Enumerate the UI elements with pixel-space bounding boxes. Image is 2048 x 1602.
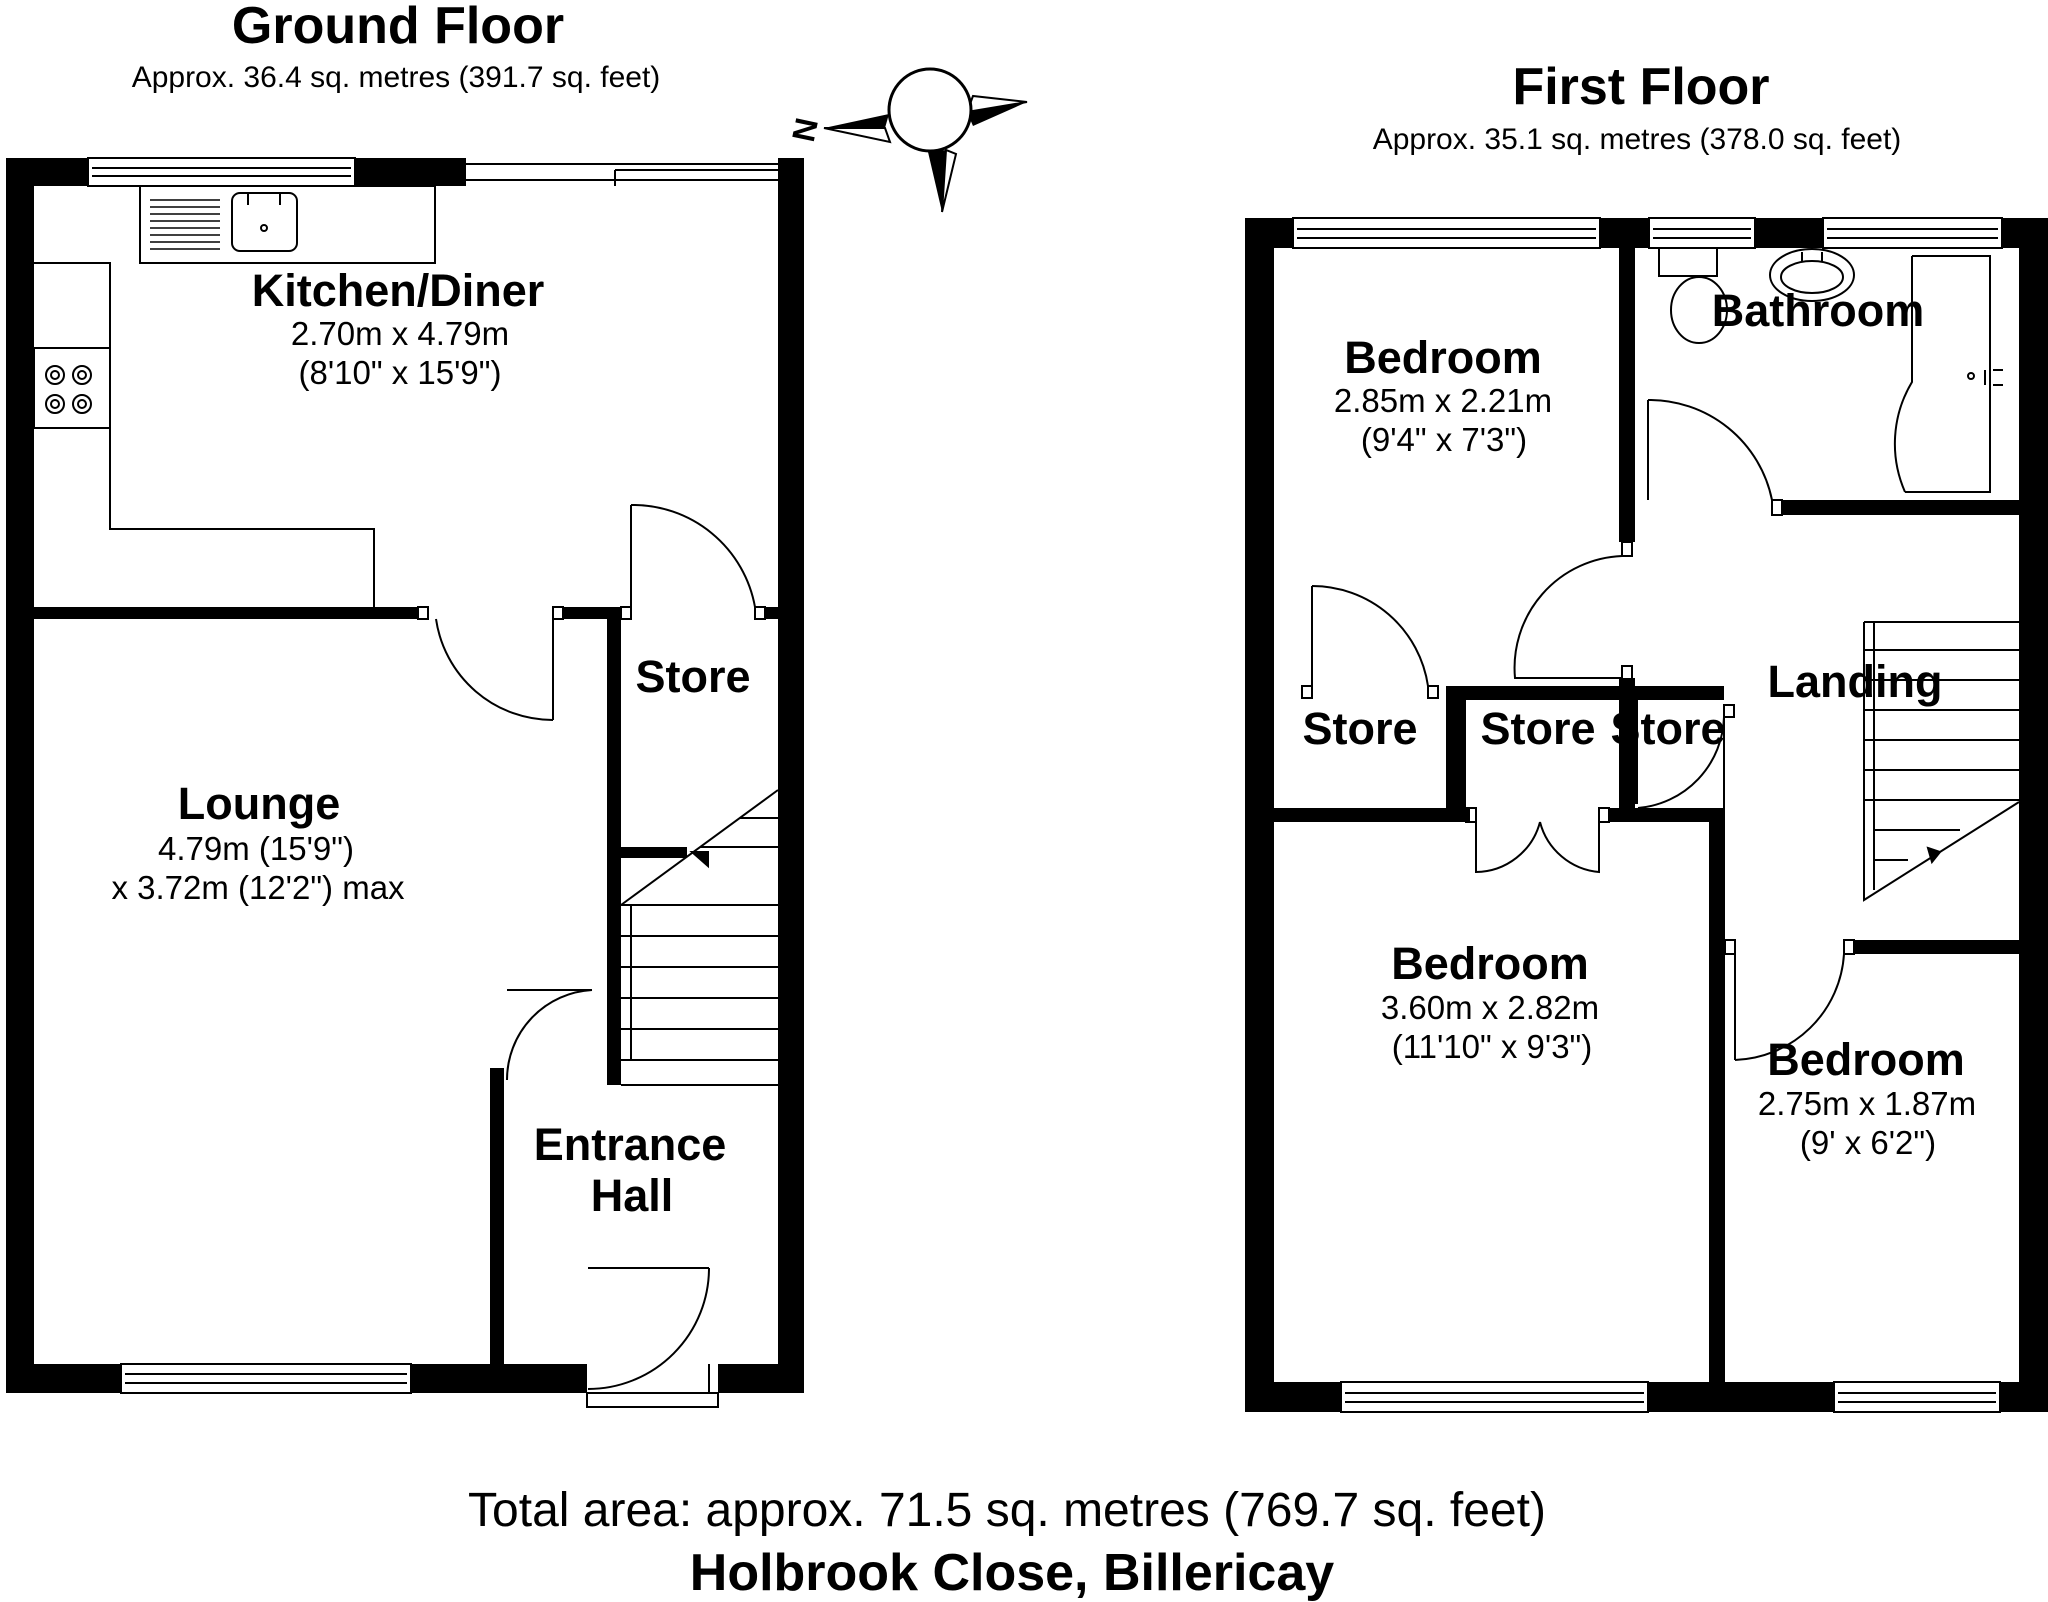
compass-north-label: N [785,115,825,145]
ground-floor-doors [417,503,766,1408]
lounge-dim-m: 4.79m (15'9") [158,830,354,867]
bedroom3-dim-ft: (9' x 6'2") [1800,1124,1936,1161]
first-floor-area: Approx. 35.1 sq. metres (378.0 sq. feet) [1373,123,1902,156]
property-address: Holbrook Close, Billericay [690,1544,1334,1602]
first-floor-title: First Floor [1512,58,1769,116]
bedroom1-dim-m: 2.85m x 2.21m [1334,382,1552,419]
entrance-hall-name-1: Entrance [534,1119,727,1170]
bedroom2-dim-m: 3.60m x 2.82m [1381,989,1599,1026]
store1-name: Store [1302,703,1417,754]
compass-rose: N [785,67,1028,213]
bedroom2-dim-ft: (11'10" x 9'3") [1392,1028,1593,1065]
first-floor-walls [1245,218,2048,1412]
kitchen-name: Kitchen/Diner [252,265,545,316]
ground-floor-plan: Ground Floor Approx. 36.4 sq. metres (39… [6,0,804,1408]
kitchen-dim-ft: (8'10" x 15'9") [299,354,502,391]
first-floor-windows [1292,217,2003,1413]
ground-floor-title: Ground Floor [232,0,564,55]
lounge-name: Lounge [178,778,340,829]
bathroom-fixtures [1658,247,2003,493]
store3-name: Store [1610,703,1725,754]
first-floor-doors [1301,398,1855,1061]
bathroom-name: Bathroom [1712,285,1925,336]
ground-store-name: Store [635,651,750,702]
sink-drainer [150,199,220,250]
ground-floor-windows [87,157,778,1394]
bedroom3-name: Bedroom [1767,1034,1965,1085]
bedroom3-dim-m: 2.75m x 1.87m [1758,1085,1976,1122]
bedroom1-dim-ft: (9'4" x 7'3") [1361,421,1527,458]
ground-floor-walls [6,158,804,1393]
kitchen-units [33,185,436,607]
kitchen-dim-m: 2.70m x 4.79m [291,315,509,352]
ground-floor-area: Approx. 36.4 sq. metres (391.7 sq. feet) [132,61,661,94]
first-floor-plan: First Floor Approx. 35.1 sq. metres (378… [1245,58,2048,1413]
total-area: Total area: approx. 71.5 sq. metres (769… [468,1484,1546,1537]
bedroom1-name: Bedroom [1344,332,1542,383]
entrance-hall-name-2: Hall [591,1170,674,1221]
store2-name: Store [1480,703,1595,754]
landing-name: Landing [1768,656,1943,707]
bedroom2-name: Bedroom [1391,938,1589,989]
first-floor-stairs [1863,621,2020,902]
ground-floor-stairs [620,789,779,1086]
lounge-dim-ft: x 3.72m (12'2") max [111,869,405,906]
